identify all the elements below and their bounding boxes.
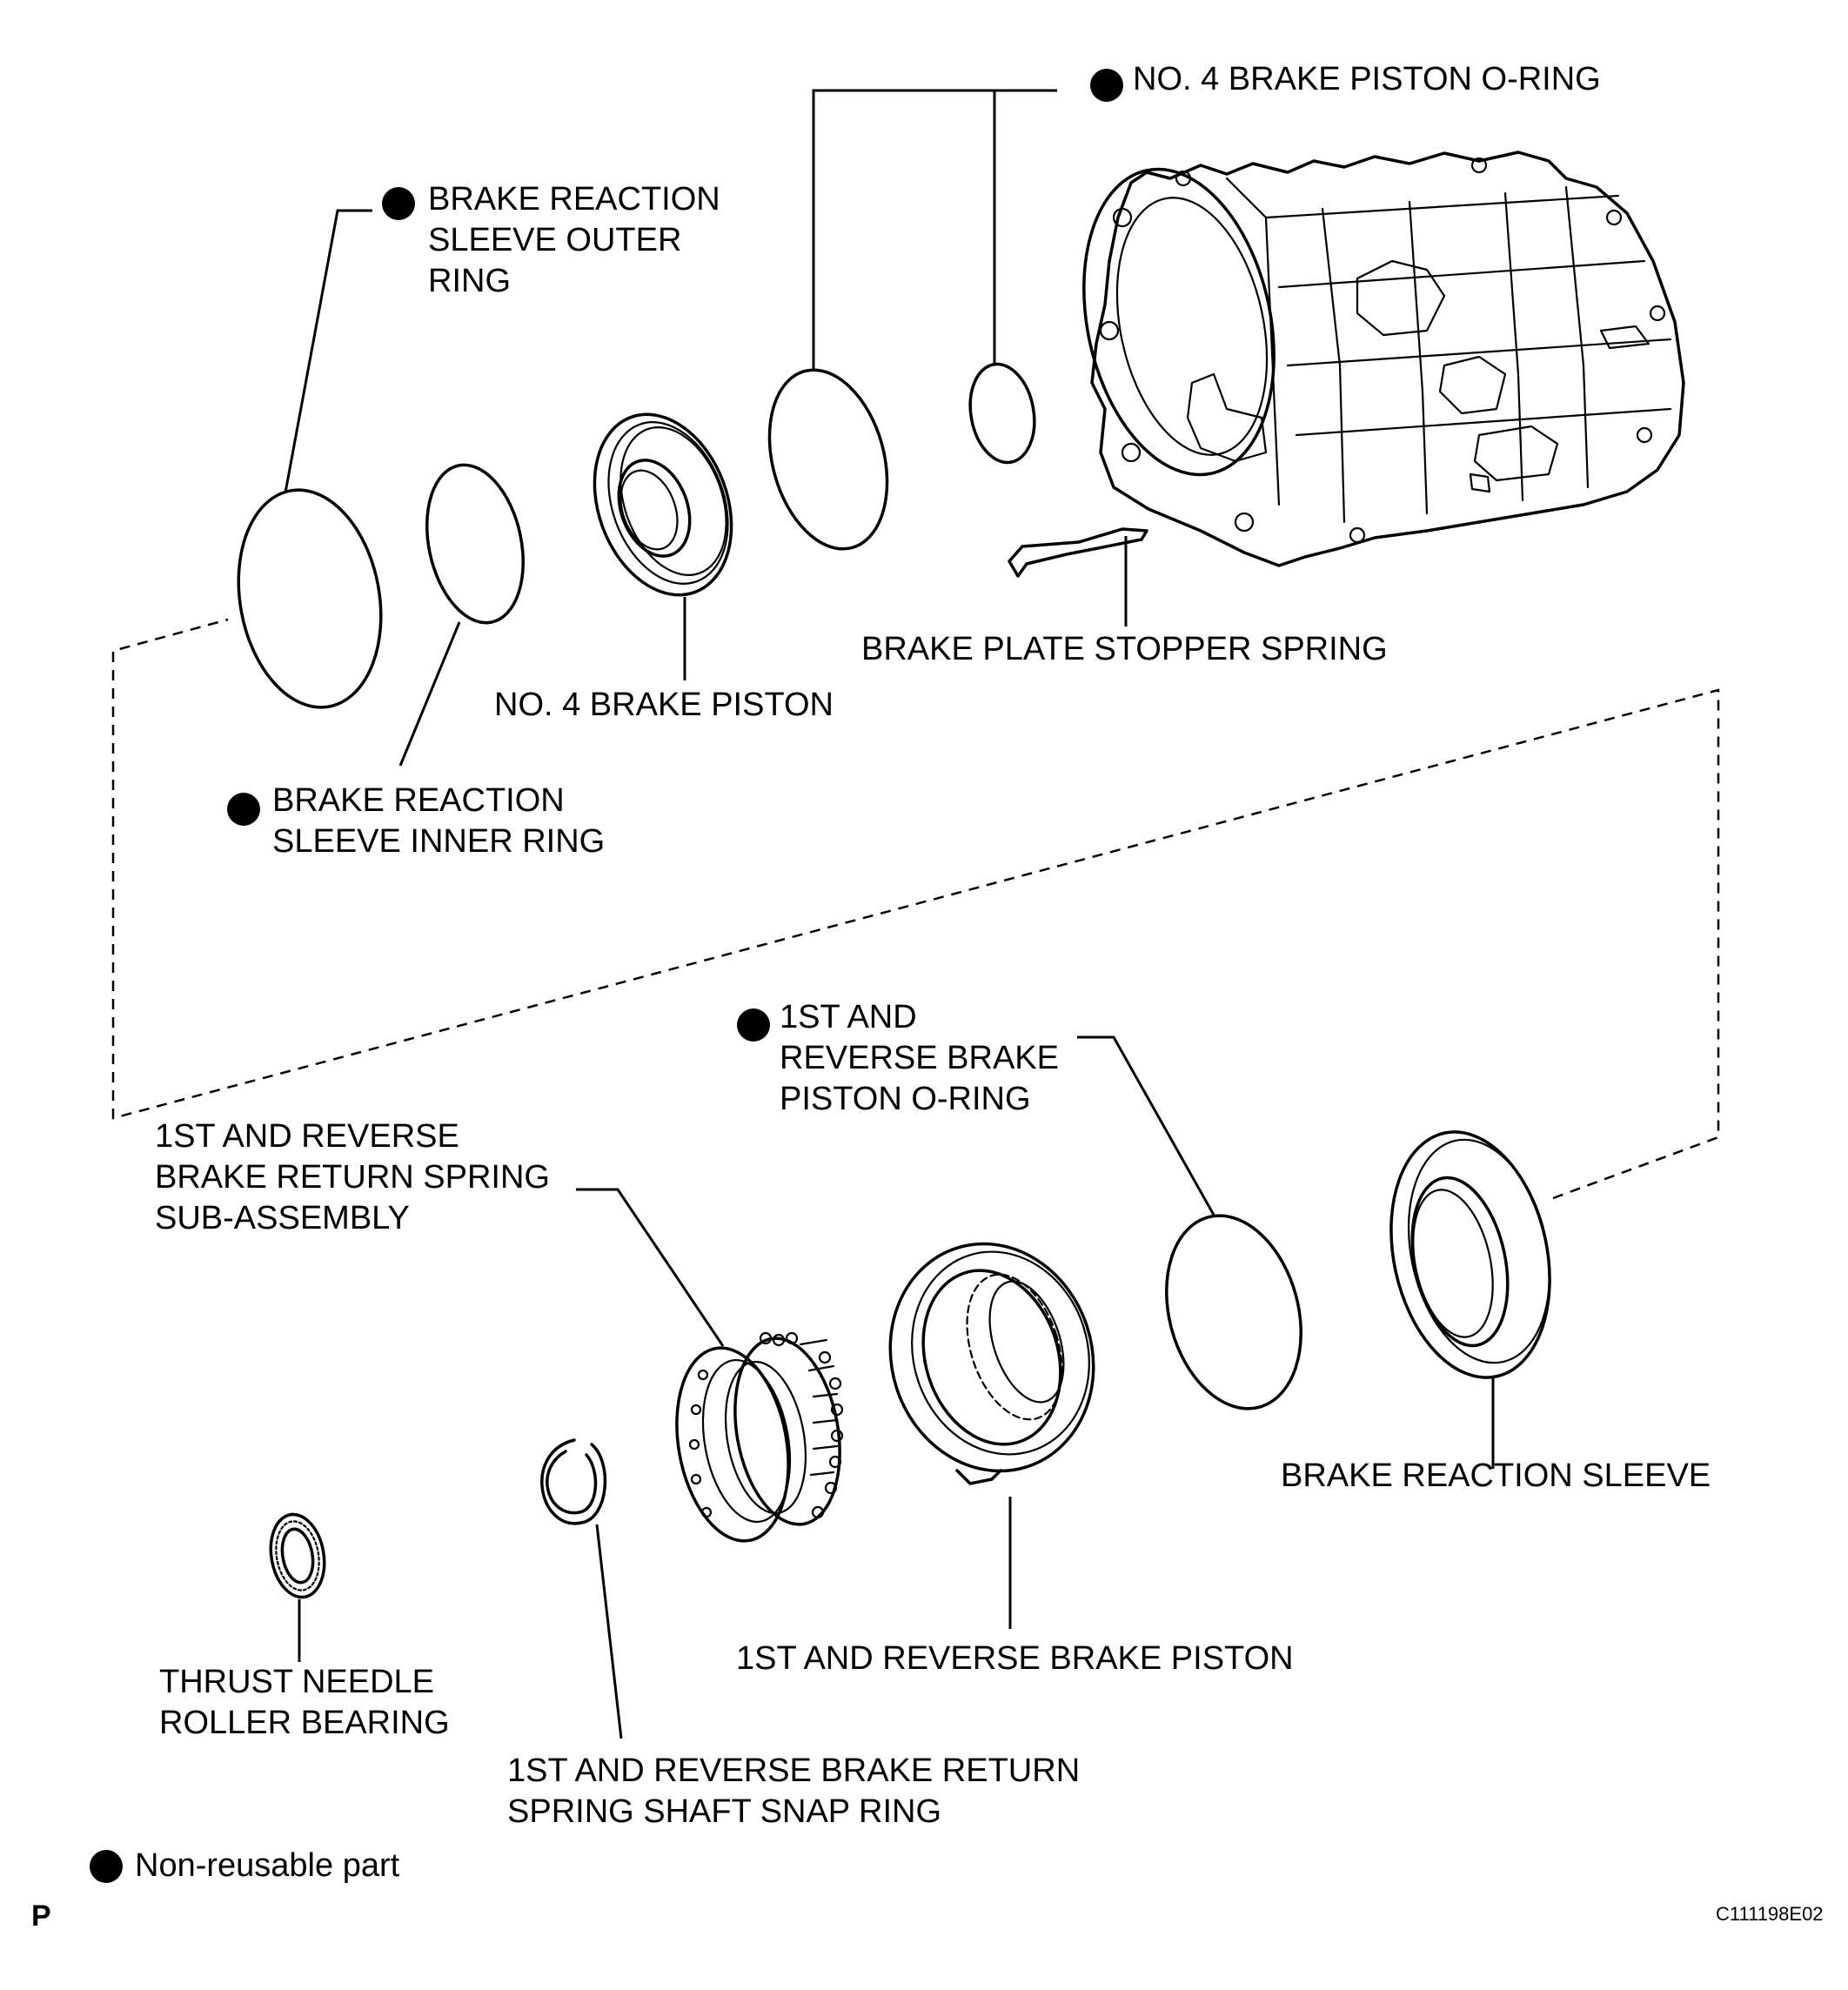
first-reverse-oring-icon [1165,1214,1302,1410]
leader-outer-ring [284,209,372,493]
label-first-reverse-brake-piston-oring: 1ST AND REVERSE BRAKE PISTON O-RING [780,999,1059,1117]
non-reusable-dot-inner-ring [227,793,260,826]
first-reverse-brake-piston-icon [888,1242,1095,1485]
no4-brake-piston-icon [593,412,733,597]
transmission-case-icon [1082,151,1685,567]
leader-inner-ring [398,621,461,767]
label-first-reverse-return-spring-subassembly: 1ST AND REVERSE BRAKE RETURN SPRING SUB-… [155,1118,550,1236]
label-first-reverse-snap-ring: 1ST AND REVERSE BRAKE RETURN SPRING SHAF… [507,1752,1081,1830]
non-reusable-dot-no4-oring [1090,69,1123,102]
return-spring-subassembly-icon [675,1331,844,1543]
stopper-spring-icon [1008,527,1148,578]
leader-snap-ring [595,1524,623,1739]
label-no4-brake-piston: NO. 4 BRAKE PISTON [494,687,834,723]
non-reusable-dot-legend [90,1850,123,1883]
label-brake-reaction-sleeve-outer-ring: BRAKE REACTION SLEEVE OUTER RING [428,181,720,299]
outer-ring-part-icon [237,488,383,709]
footer-left-mark: P [31,1900,51,1933]
label-brake-plate-stopper-spring: BRAKE PLATE STOPPER SPRING [861,631,1388,667]
inner-ring-part-icon [425,463,526,625]
leader-return-spring [576,1188,725,1347]
brake-reaction-sleeve-icon [1389,1130,1551,1379]
non-reusable-dot-outer-ring [382,187,415,220]
snap-ring-icon [540,1438,607,1525]
figure-code: C111198E02 [1716,1903,1824,1925]
label-no4-brake-piston-oring: NO. 4 BRAKE PISTON O-RING [1133,61,1601,97]
thrust-bearing-icon [269,1512,326,1599]
label-thrust-needle-roller-bearing: THRUST NEEDLE ROLLER BEARING [159,1664,450,1741]
dashed-assembly-boundary [111,618,1720,1200]
legend-non-reusable-text: Non-reusable part [135,1847,400,1884]
leader-first-reverse-oring [1077,1035,1216,1217]
no4-oring-small-icon [968,362,1036,465]
label-brake-reaction-sleeve: BRAKE REACTION SLEEVE [1281,1457,1711,1494]
leader-no4-oring [812,89,1057,370]
non-reusable-dot-first-reverse-oring [737,1008,770,1042]
no4-oring-large-icon [767,368,889,551]
label-first-reverse-brake-piston: 1ST AND REVERSE BRAKE PISTON [736,1640,1294,1677]
label-brake-reaction-sleeve-inner-ring: BRAKE REACTION SLEEVE INNER RING [272,782,606,860]
